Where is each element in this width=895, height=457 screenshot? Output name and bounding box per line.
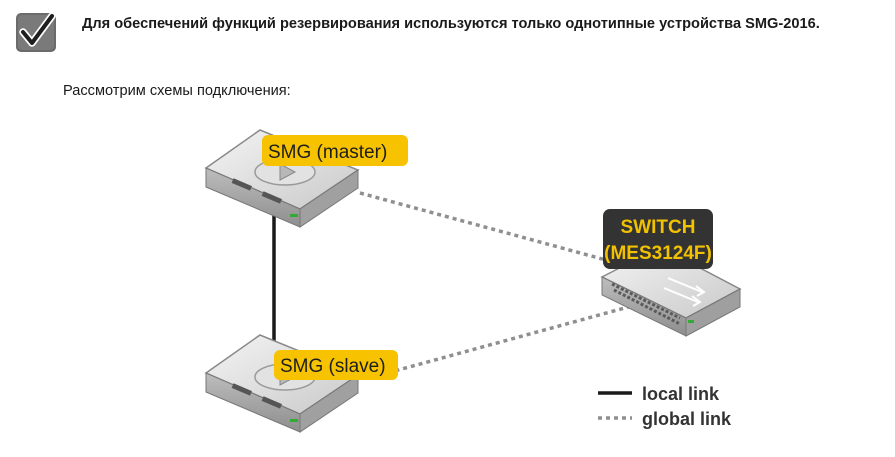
legend-local-label: local link (642, 384, 720, 404)
slave-label: SMG (slave) (280, 356, 386, 377)
switch-label-line1: SWITCH (621, 217, 696, 238)
master-label-box (262, 135, 408, 166)
switch-label-box (603, 209, 713, 269)
slave-label-box (274, 350, 398, 380)
intro-text: Рассмотрим схемы подключения: (63, 83, 291, 99)
master-label: SMG (master) (268, 142, 387, 163)
legend-global-label: global link (642, 409, 732, 429)
smg-slave-device (204, 334, 360, 433)
legend: local link global link (598, 384, 732, 429)
switch-label-line2: (MES3124F) (604, 243, 712, 264)
global-link-line-slave (379, 304, 633, 377)
global-link-line-master (359, 191, 607, 262)
checkmark-icon (16, 12, 56, 52)
note-text: Для обеспечений функций резервирования и… (82, 16, 820, 32)
